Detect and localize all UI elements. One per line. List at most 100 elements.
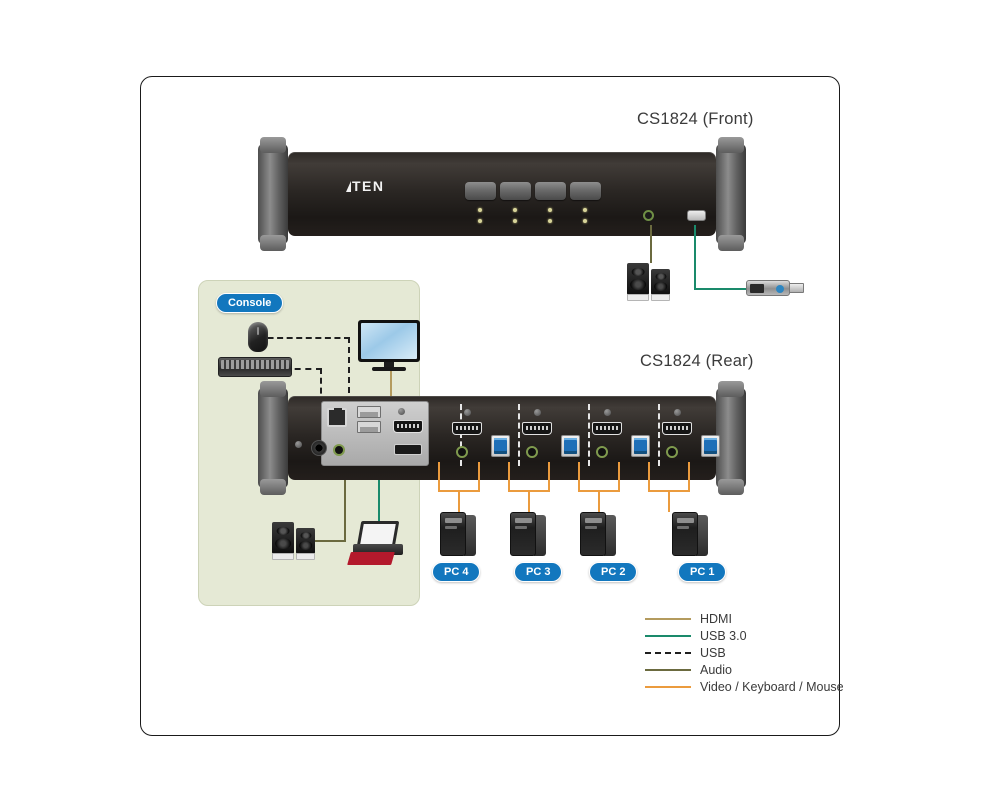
keyboard-icon (218, 357, 292, 377)
mouse-icon (248, 322, 268, 352)
usb-line-mouse-v (348, 337, 350, 423)
cs1824-rear-device (258, 381, 746, 495)
usb3-line-front-v (694, 225, 696, 288)
legend-label-usb3: USB 3.0 (700, 628, 747, 643)
pc2-hdmi-port[interactable] (592, 422, 622, 435)
console-audio-jack[interactable] (333, 444, 345, 456)
rear-rack-ear-right (716, 381, 746, 495)
power-jack[interactable] (311, 440, 327, 456)
pc3-status-led (534, 409, 541, 416)
pc3-usb-b-port[interactable] (561, 435, 580, 457)
pc-label-3: PC 3 (514, 562, 563, 582)
pc4-hdmi-port[interactable] (452, 422, 482, 435)
front-panel-title: CS1824 (Front) (637, 110, 754, 128)
usb3-line-front-h (694, 288, 746, 290)
pc1-audio-jack[interactable] (666, 446, 678, 458)
pc3-audio-jack[interactable] (526, 446, 538, 458)
legend-swatch-usb (645, 651, 691, 654)
audio-line-front (650, 225, 652, 263)
pc-tower-1 (672, 512, 708, 556)
vkm-line-pc1-drop (668, 490, 670, 512)
pc-tower-4 (440, 512, 476, 556)
legend: HDMI USB 3.0 USB Audio Video / Keyboard … (645, 610, 844, 695)
vkm-line-pc2-b (618, 462, 620, 490)
console-usb-a-port-2[interactable] (357, 421, 381, 433)
legend-row-vkm: Video / Keyboard / Mouse (645, 678, 844, 695)
usb-flash-drive-icon (746, 280, 804, 296)
legend-swatch-vkm (645, 685, 691, 688)
console-hdmi-out-port[interactable] (393, 420, 423, 433)
pc4-status-led (464, 409, 471, 416)
port-button-4[interactable] (570, 182, 601, 200)
console-usb-3-port[interactable] (394, 444, 422, 455)
legend-label-usb: USB (700, 645, 726, 660)
port-led-1b (478, 219, 482, 223)
vkm-line-pc2-a (578, 462, 580, 490)
port-divider-2 (518, 404, 520, 466)
pc1-usb-b-port[interactable] (701, 435, 720, 457)
port-button-2[interactable] (500, 182, 531, 200)
port-divider-4 (658, 404, 660, 466)
vkm-line-pc3-drop (528, 490, 530, 512)
legend-swatch-usb3 (645, 634, 691, 637)
usb-line-keyboard-v (320, 368, 322, 423)
power-led (295, 441, 302, 448)
pc-tower-3 (510, 512, 546, 556)
pc1-hdmi-port[interactable] (662, 422, 692, 435)
legend-row-audio: Audio (645, 661, 844, 678)
vkm-line-pc2-drop (598, 490, 600, 512)
vkm-line-pc3-a (508, 462, 510, 490)
front-speakers-icon (627, 263, 671, 301)
rear-chassis (288, 396, 720, 480)
legend-label-audio: Audio (700, 662, 732, 677)
console-speakers-icon (272, 522, 316, 560)
console-badge: Console (216, 293, 284, 313)
legend-swatch-audio (645, 668, 691, 671)
vkm-line-pc1-b (688, 462, 690, 490)
pc3-hdmi-port[interactable] (522, 422, 552, 435)
front-audio-jack[interactable] (643, 210, 654, 221)
pc1-status-led (674, 409, 681, 416)
front-usb-3-port[interactable] (687, 210, 706, 221)
port-button-3[interactable] (535, 182, 566, 200)
port-divider-1 (460, 404, 462, 466)
port-divider-3 (588, 404, 590, 466)
pc-label-2: PC 2 (589, 562, 638, 582)
console-usb-a-port-1[interactable] (357, 406, 381, 418)
laptop-device-icon (347, 521, 407, 565)
port-button-1[interactable] (465, 182, 496, 200)
console-led (398, 408, 405, 415)
port-led-4b (583, 219, 587, 223)
rack-ear-left (258, 137, 288, 251)
pc4-usb-b-port[interactable] (491, 435, 510, 457)
audio-line-console-h (309, 540, 346, 542)
port-led-1a (478, 208, 482, 212)
vkm-line-pc1-a (648, 462, 650, 490)
monitor-icon (358, 320, 420, 371)
aten-logo: TEN (346, 178, 385, 194)
legend-label-hdmi: HDMI (700, 611, 732, 626)
pc-tower-2 (580, 512, 616, 556)
usb-line-mouse-h (258, 337, 350, 339)
firmware-rj45-port[interactable] (327, 408, 347, 427)
pc4-audio-jack[interactable] (456, 446, 468, 458)
pc2-audio-jack[interactable] (596, 446, 608, 458)
legend-label-vkm: Video / Keyboard / Mouse (700, 679, 844, 694)
pc-label-4: PC 4 (432, 562, 481, 582)
port-led-3b (548, 219, 552, 223)
vkm-line-pc3-b (548, 462, 550, 490)
rear-panel-title: CS1824 (Rear) (640, 352, 754, 370)
cs1824-front-device: TEN (258, 137, 746, 251)
usb3-line-console (378, 468, 380, 523)
port-led-2b (513, 219, 517, 223)
legend-row-usb: USB (645, 644, 844, 661)
legend-swatch-hdmi (645, 617, 691, 620)
pc2-usb-b-port[interactable] (631, 435, 650, 457)
port-led-4a (583, 208, 587, 212)
pc2-status-led (604, 409, 611, 416)
vkm-line-pc4-b (478, 462, 480, 490)
rear-rack-ear-left (258, 381, 288, 495)
pc-label-1: PC 1 (678, 562, 727, 582)
rack-ear-right (716, 137, 746, 251)
